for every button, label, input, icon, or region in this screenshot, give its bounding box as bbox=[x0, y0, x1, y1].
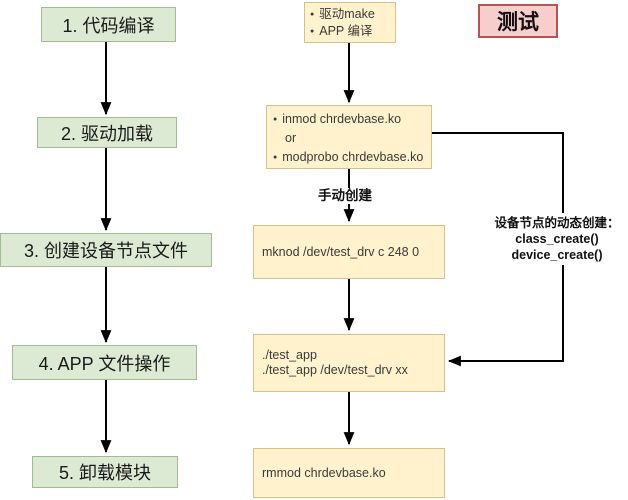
cmd-driver-make: 驱动make bbox=[310, 6, 390, 23]
manual-create-label: 手动创建 bbox=[314, 188, 376, 204]
box-module-load: inmod chrdevbase.ko or modprobo chrdevba… bbox=[266, 105, 432, 169]
step-code-compile: 1. 代码编译 bbox=[41, 7, 176, 42]
dynamic-create-fn-class: class_create() bbox=[515, 232, 599, 246]
step-create-device-node: 3. 创建设备节点文件 bbox=[0, 233, 212, 267]
step-unload-module: 5. 卸载模块 bbox=[32, 456, 178, 488]
cmd-mknod: mknod /dev/test_drv c 248 0 bbox=[262, 244, 420, 259]
cmd-or: or bbox=[285, 131, 297, 145]
box-rmmod: rmmod chrdevbase.ko bbox=[253, 448, 445, 498]
box-test-app: ./test_app ./test_app /dev/test_drv xx bbox=[253, 334, 445, 392]
step-driver-load: 2. 驱动加载 bbox=[37, 117, 177, 148]
cmd-inmod: inmod chrdevbase.ko bbox=[273, 110, 425, 129]
box-mknod: mknod /dev/test_drv c 248 0 bbox=[253, 225, 445, 279]
dynamic-create-note: 设备节点的动态创建： class_create() device_create(… bbox=[487, 213, 627, 265]
cmd-modprobo: modprobo chrdevbase.ko bbox=[273, 148, 425, 167]
cmd-testapp: ./test_app bbox=[262, 348, 317, 362]
cmd-app-compile: APP 编译 bbox=[310, 23, 390, 40]
box-make-compile: 驱动make APP 编译 bbox=[304, 2, 396, 43]
test-badge: 测试 bbox=[478, 4, 558, 38]
cmd-rmmod: rmmod chrdevbase.ko bbox=[262, 465, 386, 480]
cmd-testapp-args: ./test_app /dev/test_drv xx bbox=[262, 363, 408, 377]
step-app-file-ops: 4. APP 文件操作 bbox=[12, 345, 197, 380]
dynamic-create-fn-device: device_create() bbox=[511, 248, 603, 262]
dynamic-create-title: 设备节点的动态创建： bbox=[494, 216, 620, 230]
